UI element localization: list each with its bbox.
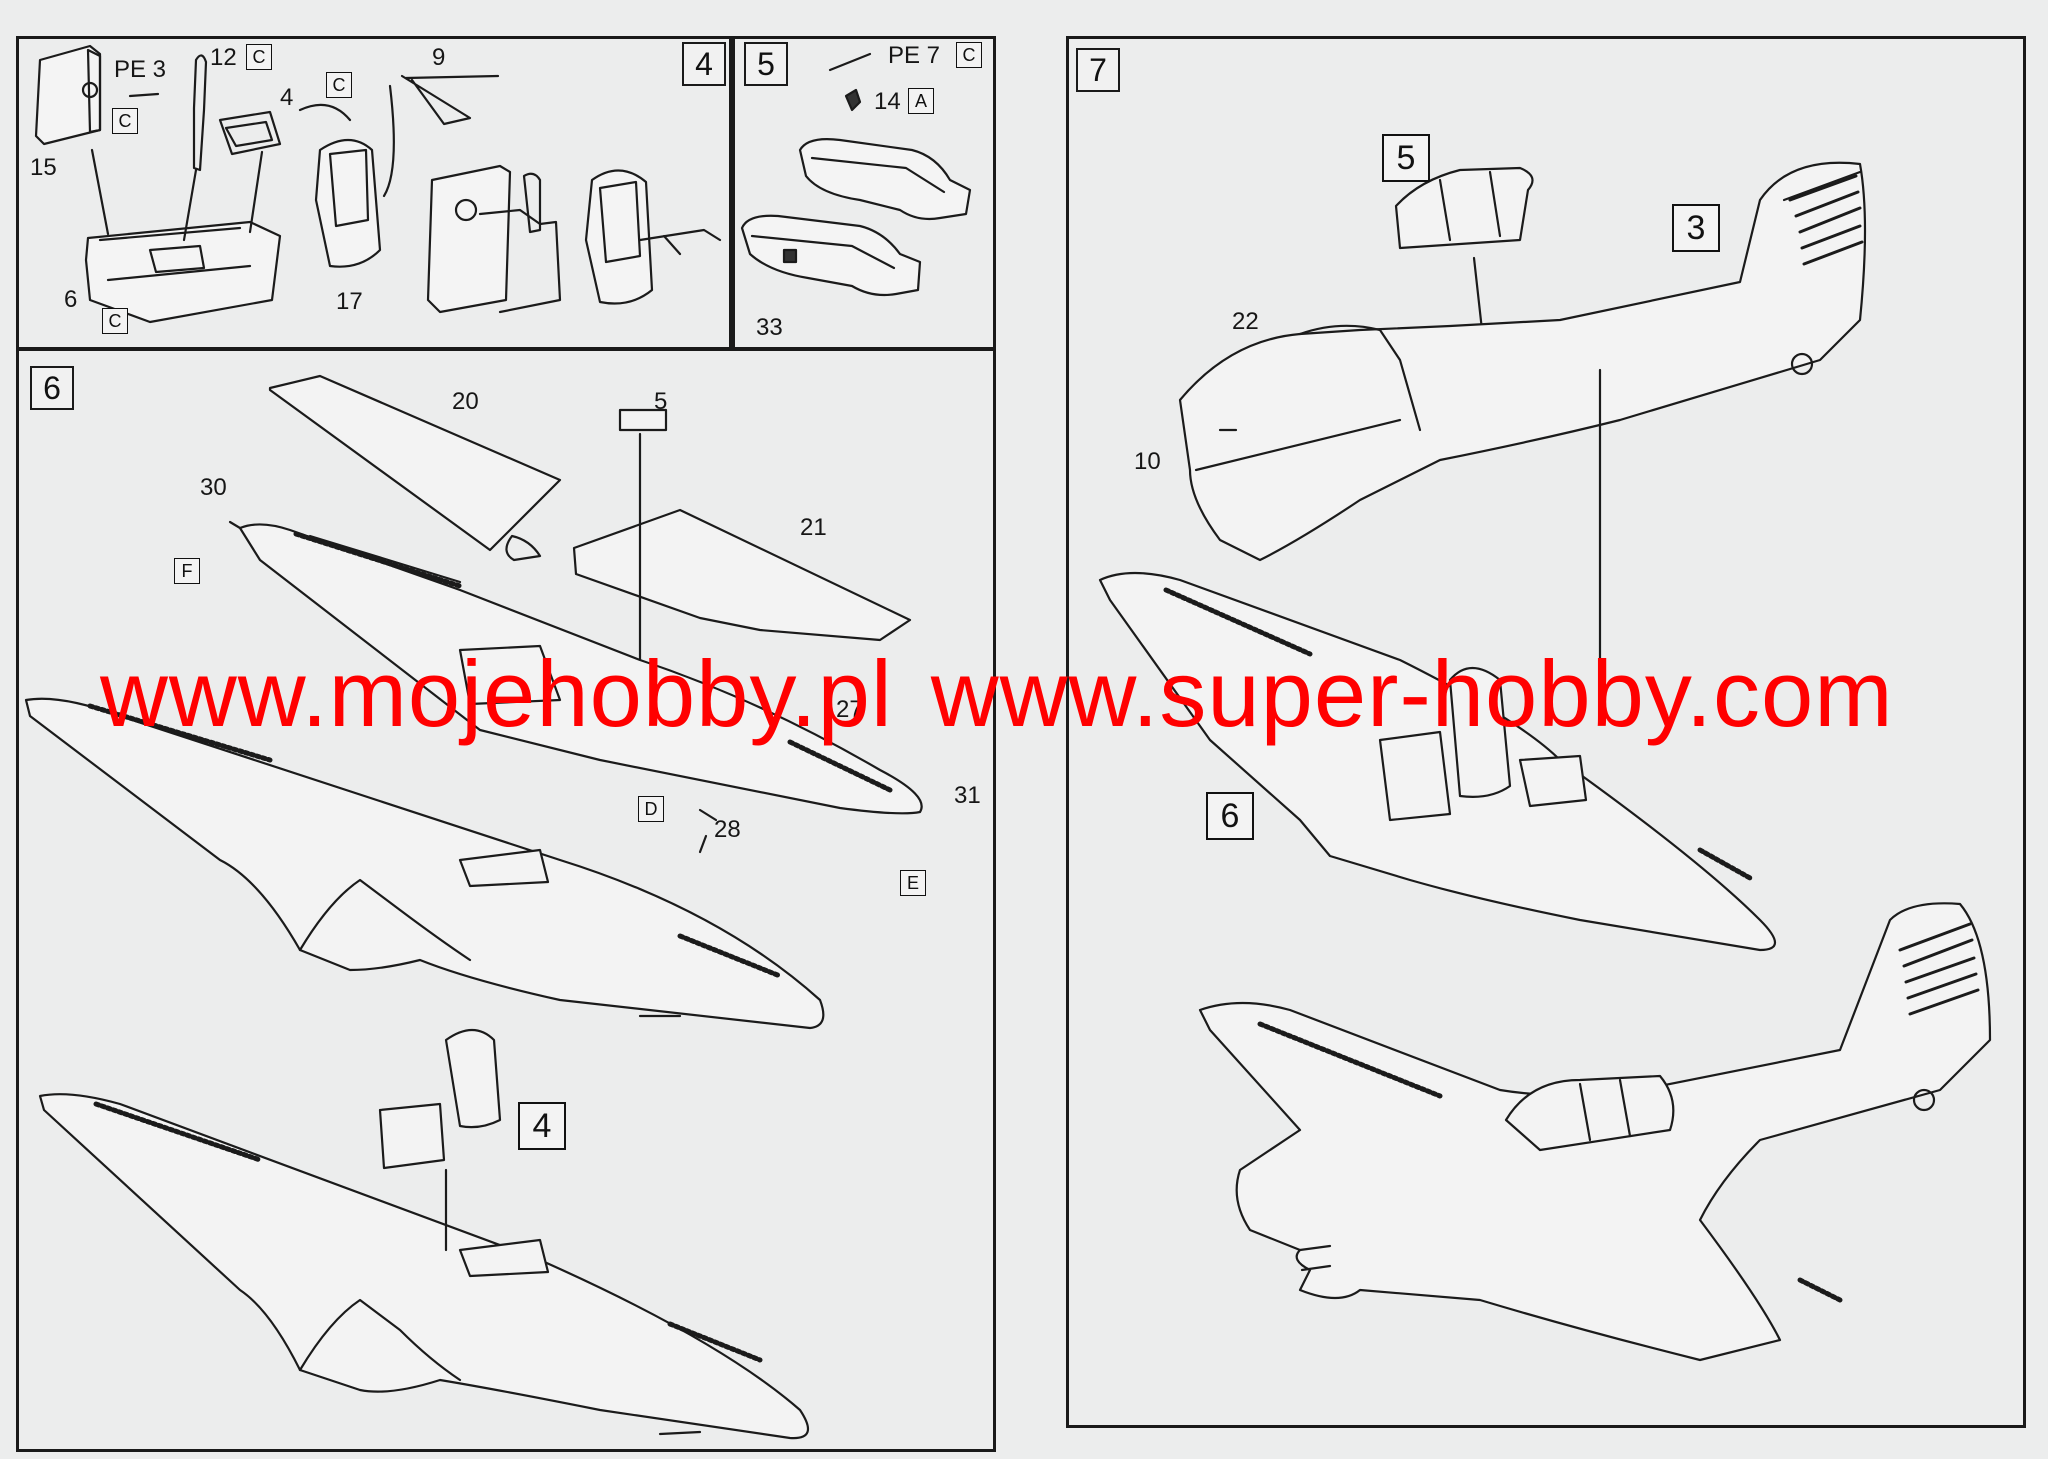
sprue-tag-c: C [956,42,982,68]
part-label-22: 22 [1232,308,1259,335]
sprue-tag-c: C [112,108,138,134]
part-label-17: 17 [336,288,363,315]
part-label-pe3: PE 3 [114,56,167,83]
part-label-4: 4 [280,84,294,111]
part-label-6: 6 [64,286,78,313]
sprue-tag-a: A [908,88,934,114]
part-label-9: 9 [432,44,446,71]
part-label-5: 5 [654,388,668,415]
part-label-31: 31 [954,782,981,809]
panel-step-6 [16,348,996,1452]
part-label-30: 30 [200,474,227,501]
part-label-pe7: PE 7 [888,42,941,69]
step5-parts [740,52,972,297]
step-number-5: 5 [744,42,788,86]
part-label-27: 27 [836,696,863,723]
watermark-superhobby: www.super-hobby.com [930,641,1894,746]
step-number-6: 6 [30,366,74,410]
part-label-12: 12 [210,44,237,71]
step4-parts [34,44,722,324]
substep-ref-6: 6 [1206,792,1254,840]
substep-ref-4: 4 [518,1102,566,1150]
part-label-28: 28 [714,816,741,843]
part-label-14: 14 [874,88,901,115]
substep-ref-3: 3 [1672,204,1720,252]
sprue-tag-d: D [638,796,664,822]
part-label-10: 10 [1134,448,1161,475]
watermark: www.mojehobby.pl www.super-hobby.com [100,640,2000,748]
part-label-15: 15 [30,154,57,181]
sprue-tag-c: C [326,72,352,98]
part-label-33: 33 [756,314,783,341]
part-label-21: 21 [800,514,827,541]
sprue-tag-f: F [174,558,200,584]
watermark-mojehobby: www.mojehobby.pl [100,641,893,746]
panel-step-7 [1066,36,2026,1428]
step7-fuselage [1098,161,1992,1362]
step6-wing [24,374,923,1440]
sprue-tag-e: E [900,870,926,896]
part-label-20: 20 [452,388,479,415]
step-number-4: 4 [682,42,726,86]
sprue-tag-c: C [102,308,128,334]
step-number-7: 7 [1076,48,1120,92]
sprue-tag-c: C [246,44,272,70]
substep-ref-5: 5 [1382,134,1430,182]
